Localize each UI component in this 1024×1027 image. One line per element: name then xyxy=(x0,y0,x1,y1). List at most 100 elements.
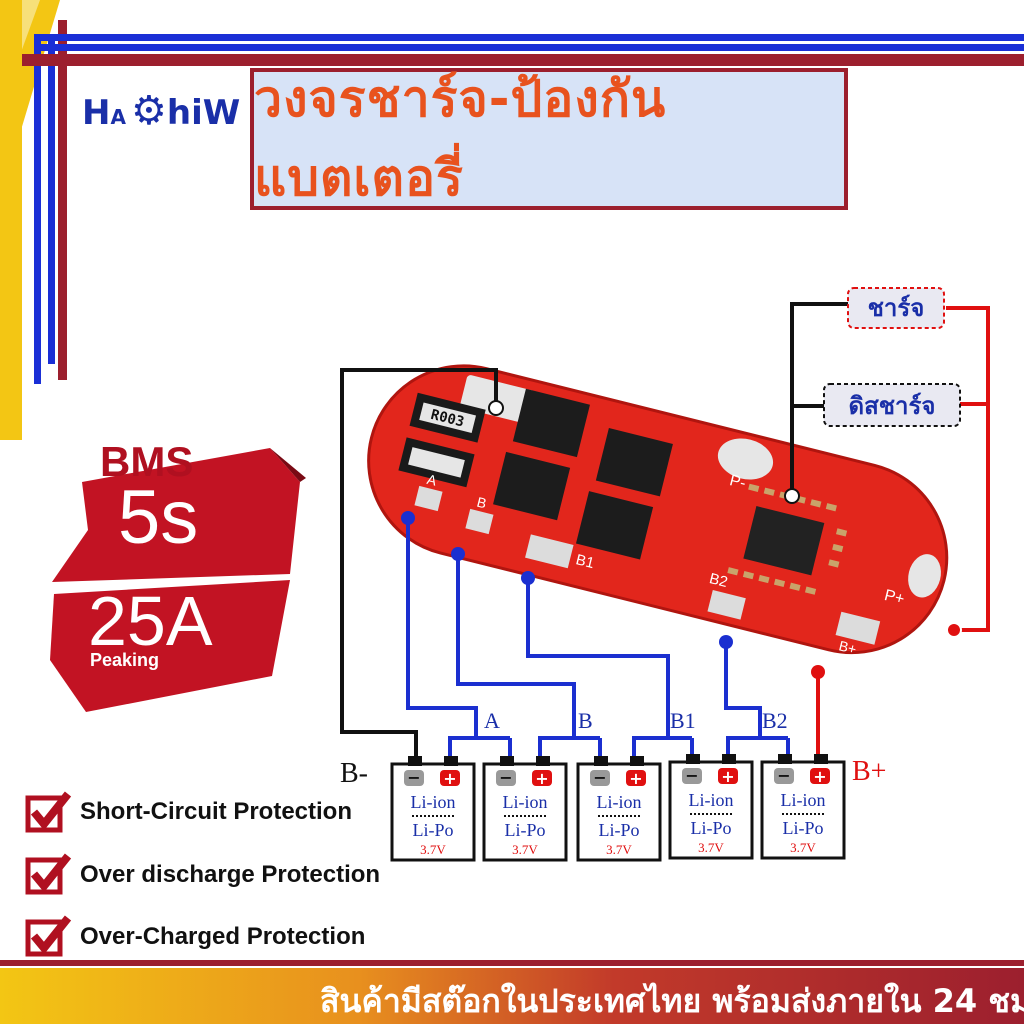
dot-b xyxy=(451,547,465,561)
pad-b2 xyxy=(707,589,746,620)
top-blue-stripe-2 xyxy=(34,44,1024,51)
svg-text:−: − xyxy=(407,768,420,787)
pad-b1 xyxy=(525,534,574,569)
bms-ic xyxy=(743,506,825,576)
board-label-b: B xyxy=(475,494,488,512)
dot-a xyxy=(401,511,415,525)
cell-5-line1: Li-ion xyxy=(781,790,826,810)
battery-cell-1: − + Li-ion Li-Po 3.7V xyxy=(390,756,476,862)
wiring-diagram: R003 B- A B B1 B2 P- P+ B+ xyxy=(340,287,990,862)
bms-label: BMS xyxy=(100,438,194,485)
resistor-label-bg-2 xyxy=(408,447,465,478)
mosfet-3 xyxy=(493,451,571,521)
brand-logo: HA ⚙hiW xyxy=(82,88,242,148)
wire-end-bplus xyxy=(811,665,825,679)
wire-end-bminus xyxy=(488,400,504,416)
cell-3-line1: Li-ion xyxy=(597,792,642,812)
board-label-b2: B2 xyxy=(707,570,729,591)
wire-end-pplus xyxy=(946,622,962,638)
mosfet-2 xyxy=(595,428,673,497)
feature-over-discharge: Over discharge Protection xyxy=(80,861,381,888)
terminal-plus-label: B+ xyxy=(852,756,886,787)
title-banner: วงจรชาร์จ-ป้องกันแบตเตอรี่ xyxy=(250,68,848,210)
current-note: Peaking xyxy=(90,650,160,670)
feature-over-charged: Over-Charged Protection xyxy=(80,923,366,950)
battery-cell-4: − + Li-ion Li-Po 3.7V xyxy=(668,754,754,860)
battery-cell-2: − + Li-ion Li-Po 3.7V xyxy=(482,756,568,862)
dot-b1 xyxy=(521,571,535,585)
cell-1-line1: Li-ion xyxy=(411,792,456,812)
cell-4-line1: Li-ion xyxy=(689,790,734,810)
left-yellow-strip xyxy=(0,0,22,440)
footer-text: สินค้ามีสต๊อกในประเทศไทย พร้อมส่งภายใน 2… xyxy=(320,982,1024,1020)
board-label-bplus: B+ xyxy=(837,637,858,657)
charge-label: ชาร์จ xyxy=(868,294,925,322)
feature-short-circuit: Short-Circuit Protection xyxy=(80,798,353,825)
checkmark-icon xyxy=(25,915,72,957)
balance-wires xyxy=(406,518,790,760)
top-blue-stripe xyxy=(34,34,1024,41)
footer-band xyxy=(0,968,1024,1024)
svg-text:+: + xyxy=(535,769,548,788)
cell-1-voltage: 3.7V xyxy=(420,842,446,857)
board-label-pplus: P+ xyxy=(883,587,907,608)
pad-a xyxy=(414,485,443,512)
cell-3-line2: Li-Po xyxy=(598,820,639,840)
gear-icon: ⚙ xyxy=(131,88,167,134)
discharge-label-box xyxy=(823,383,961,427)
svg-text:−: − xyxy=(685,766,698,785)
cell-4-line2: Li-Po xyxy=(690,818,731,838)
battery-cell-3: − + Li-ion Li-Po 3.7V xyxy=(576,756,662,862)
discharge-label: ดิสชาร์จ xyxy=(849,392,936,420)
mosfet-4 xyxy=(575,491,654,560)
resistor-label: R003 xyxy=(429,407,466,431)
wire-label-b2: B2 xyxy=(762,708,788,733)
svg-text:+: + xyxy=(443,769,456,788)
mosfet-1 xyxy=(512,388,590,458)
wire-pplus xyxy=(946,306,990,632)
battery-cell-5: − + Li-ion Li-Po 3.7V xyxy=(760,754,846,860)
svg-text:−: − xyxy=(777,766,790,785)
logo-letter-a: A xyxy=(110,105,126,129)
wire-pminus xyxy=(790,302,848,496)
page-title: วงจรชาร์จ-ป้องกันแบตเตอรี่ xyxy=(254,70,667,207)
cell-1-line2: Li-Po xyxy=(412,820,453,840)
left-red-stripe xyxy=(58,20,67,380)
ribbon-fold xyxy=(270,448,306,482)
left-blue-stripe-2 xyxy=(48,34,55,364)
svg-text:+: + xyxy=(629,769,642,788)
logo-letter-h: H xyxy=(82,93,111,133)
top-red-stripe xyxy=(22,54,1024,66)
footer-line xyxy=(0,960,1024,966)
checkmark-icon xyxy=(25,853,72,895)
pcb xyxy=(367,364,949,655)
svg-text:+: + xyxy=(813,767,826,786)
pad-b xyxy=(465,508,494,535)
wire-label-b1: B1 xyxy=(670,708,696,733)
board-label-pminus: P- xyxy=(728,472,748,492)
dot-b2 xyxy=(719,635,733,649)
cell-5-line2: Li-Po xyxy=(782,818,823,838)
current-rating: 25A xyxy=(88,582,213,660)
terminal-minus-label: B- xyxy=(340,758,368,789)
wire-label-a: A xyxy=(484,708,500,733)
svg-text:−: − xyxy=(499,768,512,787)
wire-end-pminus xyxy=(784,488,800,504)
cell-3-voltage: 3.7V xyxy=(606,842,632,857)
wire-label-b: B xyxy=(578,708,593,733)
ribbon-5s xyxy=(52,448,300,582)
cell-2-line2: Li-Po xyxy=(504,820,545,840)
pad-bplus xyxy=(835,611,881,645)
board-label-bminus: B- xyxy=(481,347,501,367)
pad-pminus xyxy=(717,438,774,480)
bms-board: R003 B- A B B1 B2 P- P+ B+ xyxy=(367,347,949,657)
svg-text:−: − xyxy=(593,768,606,787)
ribbon-25a xyxy=(50,580,290,712)
checkmark-icon xyxy=(25,791,72,833)
logo-text-right: hiW xyxy=(166,93,241,133)
charge-label-box xyxy=(847,287,945,329)
cell-5-voltage: 3.7V xyxy=(790,840,816,855)
board-label-b1: B1 xyxy=(574,551,596,572)
